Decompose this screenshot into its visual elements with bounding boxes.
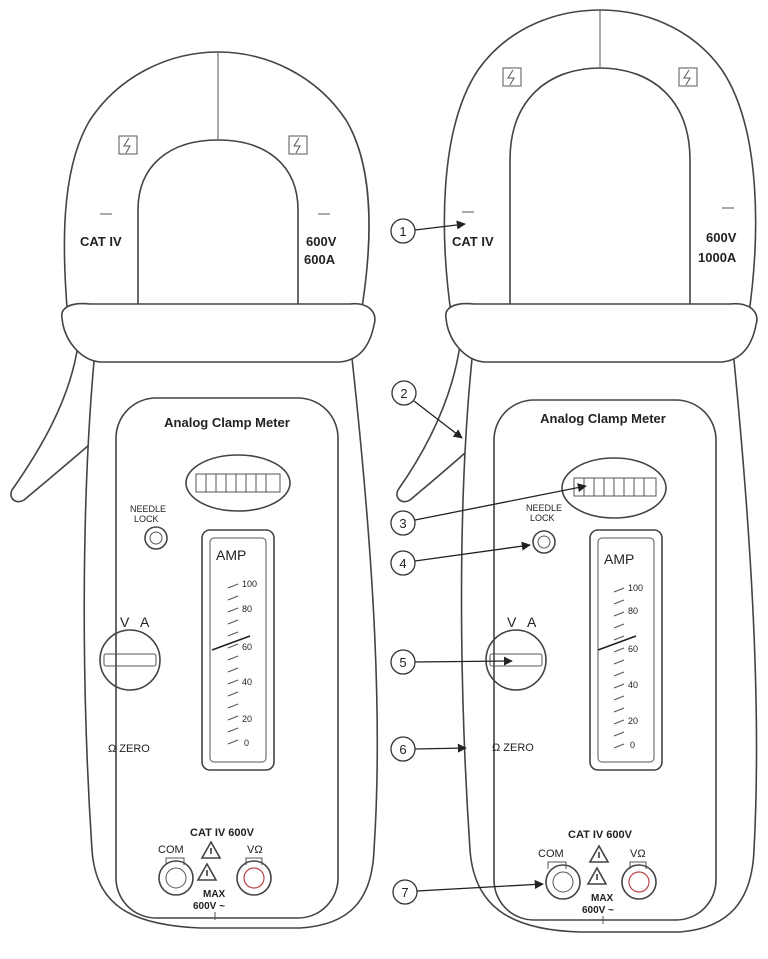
scale-tick-60: 60 [628,644,638,654]
scale-tick-100: 100 [628,583,643,593]
needle-lock-label-1: NEEDLE [130,504,166,514]
max-value: 600V ~ [193,901,225,912]
warning-triangle-icon [586,866,608,885]
scale-tick-40: 40 [628,680,638,690]
needle-lock-label-2: LOCK [134,514,159,524]
callout-6-label: 6 [399,742,406,757]
face-panel [115,397,339,919]
lightning-bolt-icon [502,67,522,87]
lightning-bolt-icon [678,67,698,87]
function-knob[interactable] [99,629,161,691]
jaw-cat-label: CAT IV [80,234,122,249]
v-ohm-jack[interactable] [621,864,657,900]
scale-tick-40: 40 [242,677,252,687]
scale-window-outer [589,529,663,771]
needle-adjust-wheel[interactable] [185,454,291,512]
scale-tick-0: 0 [630,740,635,750]
callout-1-label: 1 [399,224,406,239]
scale-tick-80: 80 [628,606,638,616]
scale-tick-80: 80 [242,604,252,614]
scale-ticks [613,587,625,749]
needle-lock-label-2: LOCK [530,513,555,523]
callout-4: 4 [390,541,531,576]
warning-triangle-icon [200,840,222,859]
needle [211,635,251,651]
needle-lock-button[interactable] [144,526,168,550]
max-value: 600V ~ [582,905,614,916]
knob-label-a: A [527,614,537,630]
max-label: MAX [591,893,614,904]
scale-window-outer [201,529,275,771]
callout-3-label: 3 [399,516,406,531]
callout-7-label: 7 [401,885,408,900]
knob-label-v: V [507,614,517,630]
callout-5: 5 [390,649,513,675]
face-panel [493,399,717,921]
jaw-rating-a: 1000A [698,250,737,265]
scale-tick-60: 60 [242,642,252,652]
com-label: COM [158,844,184,856]
lightning-bolt-icon [288,135,308,155]
warning-triangle-icon [588,844,610,863]
jaw-rating-v: 600V [306,234,337,249]
scale-tick-20: 20 [242,714,252,724]
needle-lock-label-1: NEEDLE [526,503,562,513]
callout-2-label: 2 [400,386,407,401]
callout-7: 7 [392,879,544,905]
needle-lock-button[interactable] [532,530,556,554]
jaw-cat-label: CAT IV [452,234,494,249]
callout-4-label: 4 [399,556,406,571]
jaw-opening [137,139,299,321]
amp-label: AMP [604,551,634,567]
meter-right: CAT IV 600V 1000A Analog Clamp Meter NEE… [396,9,758,933]
callout-3: 3 [390,483,587,536]
scale-tick-0: 0 [244,738,249,748]
jaw-opening [509,67,691,321]
meter-left: CAT IV 600V 600A Analog Clamp Meter NEED… [10,51,379,929]
jaw-rating-a: 600A [304,252,336,267]
cat-rating: CAT IV 600V [190,827,255,839]
lightning-bolt-icon [118,135,138,155]
v-ohm-label: VΩ [247,844,263,856]
com-jack[interactable] [545,864,581,900]
scale-tick-20: 20 [628,716,638,726]
callout-6: 6 [390,736,467,762]
amp-label: AMP [216,547,246,563]
v-ohm-jack[interactable] [236,860,272,896]
needle-adjust-wheel[interactable] [561,457,667,519]
scale-ticks [227,583,239,745]
scale-tick-100: 100 [242,579,257,589]
scale-window-inner [209,537,267,763]
jaw-rating-v: 600V [706,230,737,245]
cat-rating: CAT IV 600V [568,829,633,841]
knob-label-v: V [120,614,130,630]
warning-triangle-icon [196,862,218,881]
needle [597,635,637,651]
com-jack[interactable] [158,860,194,896]
max-label: MAX [203,889,226,900]
v-ohm-label: VΩ [630,848,646,860]
zero-label: Ω ZERO [108,743,150,755]
knob-label-a: A [140,614,150,630]
zero-label: Ω ZERO [492,742,534,754]
callout-2: 2 [391,380,463,439]
function-knob[interactable] [485,629,547,691]
callout-5-label: 5 [399,655,406,670]
meter-title: Analog Clamp Meter [540,411,666,426]
com-label: COM [538,848,564,860]
meter-title: Analog Clamp Meter [164,415,290,430]
collar [445,302,758,363]
callout-1: 1 [390,218,466,244]
collar [61,302,376,363]
